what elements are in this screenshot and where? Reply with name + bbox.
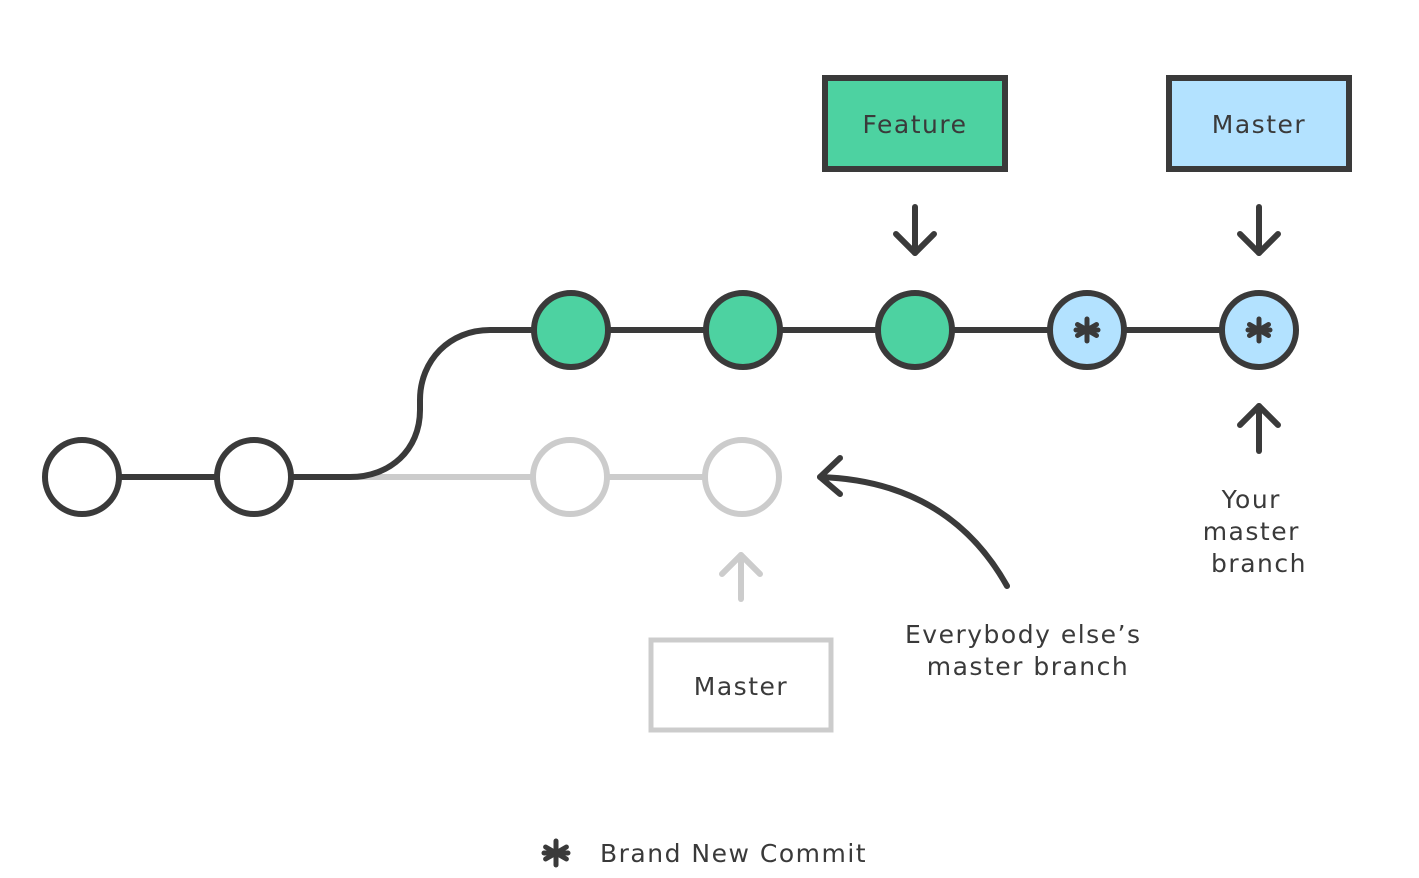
master-tag-top: Master <box>1166 75 1352 172</box>
commit-faded-1 <box>530 437 610 517</box>
everybody-master-line-2: master branch <box>927 652 1130 681</box>
commit-feature-3 <box>875 290 955 370</box>
commit-feature-2 <box>703 290 783 370</box>
everybody-master-label: Everybody else’s master branch <box>905 620 1151 681</box>
commit-new-2 <box>1219 290 1299 370</box>
commit-feature-1 <box>531 290 611 370</box>
asterisk-icon <box>1073 316 1101 344</box>
arrow-icon <box>719 552 763 602</box>
arrow-icon <box>1237 204 1281 256</box>
commit-new-1 <box>1047 290 1127 370</box>
asterisk-icon <box>541 838 571 868</box>
arrow-icon <box>893 204 937 256</box>
feature-tag-label: Feature <box>863 110 968 139</box>
feature-tag: Feature <box>822 75 1008 172</box>
your-master-line-3: branch <box>1211 549 1307 578</box>
master-tag-top-label: Master <box>1212 110 1306 139</box>
asterisk-icon <box>1245 316 1273 344</box>
master-tag-bottom: Master <box>648 637 834 733</box>
commit-base-2 <box>214 437 294 517</box>
your-master-line-1: Your <box>1221 485 1281 514</box>
everybody-master-line-1: Everybody else’s <box>905 620 1142 649</box>
your-master-line-2: master <box>1203 517 1300 546</box>
arrow-icon <box>817 455 1010 589</box>
arrow-icon <box>1237 403 1281 454</box>
master-tag-bottom-label: Master <box>694 672 788 701</box>
commit-base-1 <box>42 437 122 517</box>
commit-faded-2 <box>702 437 782 517</box>
legend-label: Brand New Commit <box>600 839 867 868</box>
legend: Brand New Commit <box>541 838 867 868</box>
base-line <box>82 327 1259 480</box>
your-master-label: Your master branch <box>1203 485 1310 578</box>
